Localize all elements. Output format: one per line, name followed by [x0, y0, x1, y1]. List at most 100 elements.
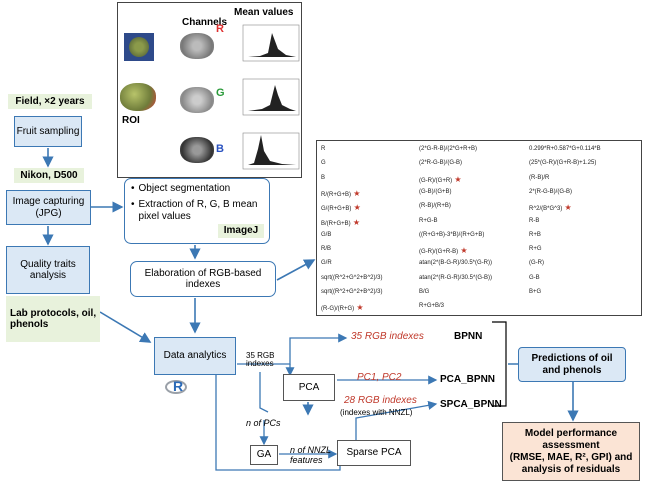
formula-text: (2*G-R-B)/(2*G+R+B): [419, 146, 478, 152]
elaboration-box: Elaboration of RGB-based indexes: [130, 261, 276, 297]
image-capturing-box: Image capturing (JPG): [6, 190, 91, 225]
sparse-pca-box: Sparse PCA: [337, 440, 411, 466]
channel-g-letter: G: [216, 87, 225, 99]
formula-text: atan(2*(B-G-R)/30.5*(G-R)): [419, 260, 493, 267]
r-logo-letter: R: [173, 378, 184, 394]
bpnn-label: BPNN: [454, 331, 483, 342]
formula-text: G-B: [529, 274, 540, 281]
formula-cell: (G-B)/(G+B): [419, 189, 452, 195]
star-icon: ★: [354, 303, 364, 313]
star-icon: ★: [452, 174, 462, 184]
formula-cell: R-B: [529, 218, 539, 224]
segmentation-bullet-2: Extraction of R, G, B mean pixel values: [138, 198, 258, 223]
formula-text: (2*R-G-B)/(G-B): [419, 160, 462, 167]
formula-cell: (R-B)/R: [529, 175, 549, 181]
data-analytics-box: Data analytics: [154, 337, 236, 375]
formula-text: (G-B)/(G+B): [419, 188, 452, 195]
formula-cell: G-B: [529, 275, 540, 281]
roi-image: [120, 83, 156, 111]
formula-cell: R+G-B: [419, 218, 438, 224]
rgb-35-label: 35 RGB indexes: [246, 351, 275, 368]
formula-text: R-B: [529, 217, 540, 224]
predictions-box: Predictions of oil and phenols: [518, 347, 626, 382]
formula-text: G: [321, 160, 326, 167]
formula-text: (G-R): [529, 260, 544, 267]
r-logo: R: [165, 378, 191, 396]
assessment-line-3: analysis of residuals: [521, 463, 621, 475]
formula-text: R+G+B/3: [419, 303, 445, 310]
red-channel-image: [180, 33, 214, 59]
spca-bpnn-label: SPCA_BPNN: [440, 399, 502, 410]
arrow-analytics-bpnn: [237, 333, 348, 365]
quality-traits-box: Quality traits analysis: [6, 246, 90, 294]
formula-text: R/(R+G+B): [321, 191, 352, 198]
lab-protocols-box: Lab protocols, oil, phenols: [6, 296, 100, 342]
formula-cell: G/(R+G+B) ★: [321, 203, 361, 212]
formula-text: atan(2*(R-G-R)/30.5*(G-B)): [419, 274, 493, 281]
channel-b-letter: B: [216, 143, 224, 155]
formula-text: (R-B)/(R+B): [419, 203, 451, 210]
formula-cell: sqrt((R^2+G^2+B^2)/3): [321, 289, 382, 295]
formula-cell: sqrt((R^2+G^2+B^2)/3): [321, 275, 382, 281]
star-icon: ★: [351, 188, 361, 198]
arrow-elaboration-table: [276, 259, 316, 281]
formula-text: R+B: [529, 231, 541, 238]
branch-bot-red-label: 28 RGB indexes: [344, 395, 417, 406]
formula-text: R+G: [529, 246, 542, 253]
formula-cell: R+G: [529, 246, 542, 252]
formula-text: G/B: [321, 231, 332, 238]
camera-label-box: Nikon, D500: [14, 168, 84, 183]
green-channel-image: [180, 87, 214, 113]
formula-text: R: [321, 146, 326, 152]
field-label-box: Field, ×2 years: [8, 94, 92, 109]
channels-label: Channels: [182, 17, 228, 28]
star-icon: ★: [458, 246, 468, 256]
formula-text: R+G-B: [419, 217, 438, 224]
formula-cell: (R-B)/(R+B): [419, 203, 451, 209]
assessment-line-1: Model performance assessment: [524, 427, 618, 451]
formula-cell: atan(2*(B-G-R)/30.5*(G-R)): [419, 260, 492, 266]
formula-cell: (2*G-R-B)/(2*G+R+B): [419, 146, 477, 152]
formula-cell: R/B: [321, 246, 331, 252]
formula-cell: (G-R)/(G+R) ★: [419, 175, 462, 184]
formula-cell: (R-G)/(R+G) ★: [321, 303, 364, 312]
formula-text: B: [321, 174, 326, 181]
histogram-images: [242, 24, 300, 170]
n-nnzl-label: n of NNZL features: [290, 445, 331, 465]
segmentation-box: •Object segmentation •Extraction of R, G…: [124, 178, 270, 244]
mean-values-label: Mean values: [234, 7, 294, 18]
fruit-sampling-box: Fruit sampling: [14, 116, 82, 147]
formula-text: sqrt((R^2+G^2+B^2)/3): [321, 274, 383, 281]
star-icon: ★: [351, 203, 361, 213]
formula-cell: B+G: [529, 289, 541, 295]
segmentation-bullet-1: Object segmentation: [138, 183, 231, 194]
bracket-models: [492, 321, 507, 407]
n-pcs-label: n of PCs: [246, 418, 281, 428]
formula-text: 2*(R-G-B)/(G-B): [529, 188, 572, 195]
fruit-photo-image: [124, 33, 154, 61]
roi-label: ROI: [122, 115, 140, 126]
formula-text: B/G: [419, 289, 430, 295]
pca-box: PCA: [283, 374, 335, 401]
formula-cell: G: [321, 160, 326, 166]
formula-text: (R-G)/(R+G): [321, 306, 355, 313]
formula-cell: G/B: [321, 232, 331, 238]
formula-cell: B/(R+G+B) ★: [321, 218, 360, 227]
star-icon: ★: [350, 217, 361, 227]
formula-cell: R+G+B/3: [419, 303, 444, 309]
formula-cell: G/R: [321, 260, 332, 266]
formula-cell: R/(R+G+B) ★: [321, 189, 360, 198]
formula-text: (G-R)/(G+R-B): [419, 249, 459, 256]
formula-cell: R+B: [529, 232, 541, 238]
arrow-lab-analytics: [99, 311, 152, 343]
pca-bpnn-label: PCA_BPNN: [440, 374, 496, 385]
formula-text: G/(R+G+B): [321, 206, 352, 213]
arrow-sparsepca-spcabpnn: [355, 400, 438, 440]
formula-cell: B/G: [419, 289, 429, 295]
formula-cell: (25*(G-R)/(G+R-B)+1.25): [529, 160, 596, 166]
formula-cell: 0.299*R+0.587*G+0.114*B: [529, 146, 601, 152]
formula-cell: ((R+G+B)-3*B)/(R+G+B): [419, 232, 484, 238]
formula-text: G/R: [321, 260, 332, 267]
formula-text: (R-B)/R: [529, 174, 550, 181]
